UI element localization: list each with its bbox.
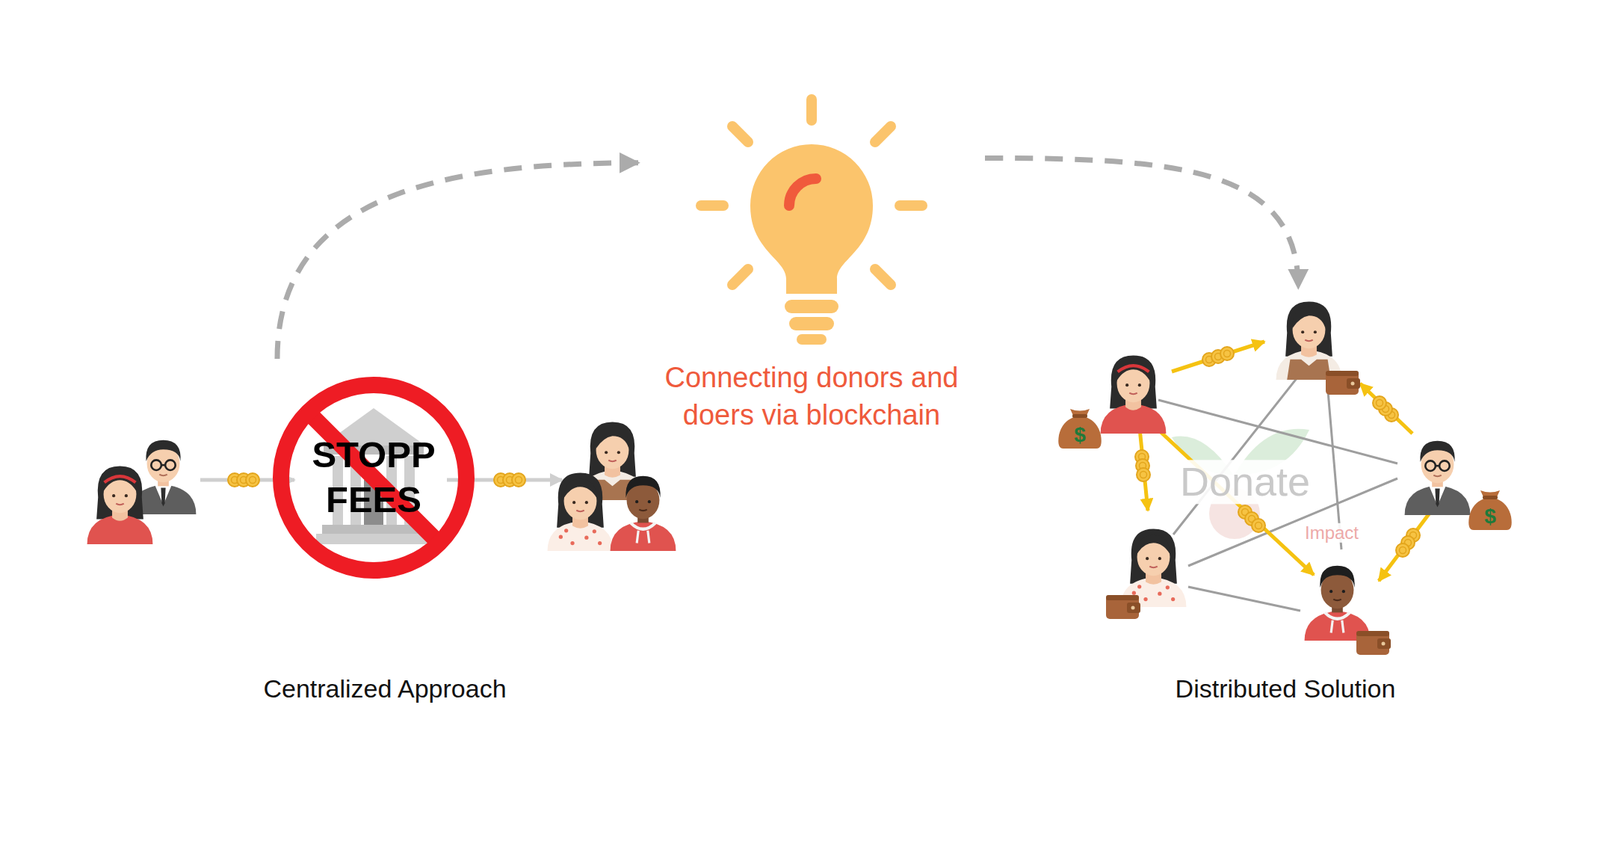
prohibition-ring (280, 384, 467, 571)
bank-icon (310, 408, 438, 545)
label-anchor: $ (1073, 423, 1086, 447)
wallet-icon (1325, 370, 1361, 395)
bulb-base (796, 334, 827, 345)
node-label: STOPP FEES (291, 432, 456, 523)
currency-sign: $ (1484, 505, 1497, 529)
idea-bulb: Connecting donors and doers via blockcha… (638, 93, 985, 434)
doer-figure (1304, 565, 1371, 641)
node-label: Connecting donors and doers via blockcha… (638, 359, 985, 434)
wallet-icon (1106, 594, 1141, 619)
dashed-arrow (984, 157, 1299, 288)
recipient-figure (547, 472, 614, 551)
dashed-arrow (277, 162, 639, 359)
coin (245, 473, 260, 487)
doer-figure (1276, 301, 1343, 380)
wallet-icon (1356, 630, 1391, 655)
bulb-base (784, 299, 839, 314)
centralized-group: Centralized Approach STOPP FEES (74, 358, 696, 710)
centralized-illustration (87, 408, 677, 551)
watermark-text: Impact (1300, 523, 1364, 543)
label-anchor: Donate (1175, 459, 1315, 504)
watermark-text: Donate (1175, 459, 1315, 504)
donor-figure (87, 465, 154, 545)
currency-sign: $ (1073, 423, 1086, 447)
bulb-base (789, 316, 835, 331)
coin (511, 473, 526, 487)
donor-figure (1100, 354, 1167, 434)
node-label: Centralized Approach (263, 673, 506, 704)
label-anchor: $ (1484, 505, 1497, 529)
lightbulb-icon (700, 99, 923, 345)
donor-figure (1404, 440, 1471, 515)
distributed-illustration (1058, 301, 1512, 655)
network-link (1158, 373, 1398, 611)
label-anchor: Impact (1300, 523, 1364, 543)
recipient-figure (610, 476, 677, 551)
bulb-glass (750, 144, 873, 294)
money-bag (1058, 408, 1102, 449)
bulb-glint (789, 178, 817, 206)
prohibition-slash (310, 414, 438, 542)
stop-fees-sign: STOPP FEES (271, 375, 477, 580)
money-bag (1468, 490, 1512, 530)
prohibition-ring (271, 375, 477, 580)
node-label: Distributed Solution (1175, 673, 1396, 704)
